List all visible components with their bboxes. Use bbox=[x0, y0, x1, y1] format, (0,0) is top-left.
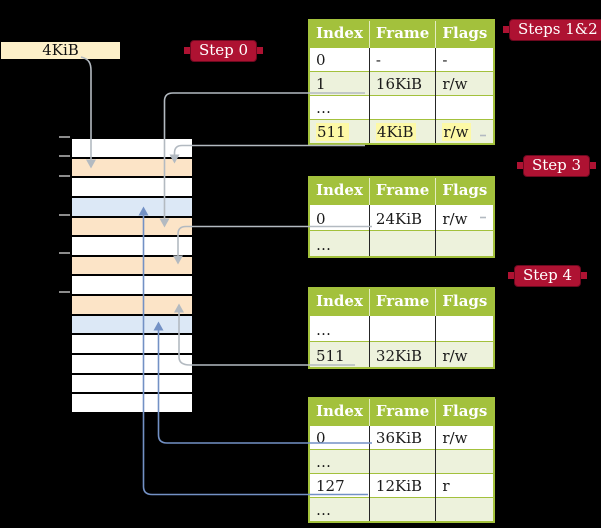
column-header-frame: Frame bbox=[368, 20, 436, 48]
cell-flags: r/w bbox=[435, 204, 495, 231]
cell-flags bbox=[435, 315, 495, 342]
cell-frame: - bbox=[368, 47, 436, 72]
badge-steps-1-2: Steps 1&2 bbox=[503, 19, 601, 41]
cell-frame: 16KiB bbox=[368, 71, 436, 96]
memory-frame-row bbox=[72, 217, 192, 238]
table-row: 511 32KiB r/w bbox=[309, 341, 495, 368]
page-table-3: Index Frame Flags … 511 32KiB r/w bbox=[308, 287, 496, 369]
table-row: … bbox=[309, 497, 495, 522]
table-header-row: Index Frame Flags bbox=[309, 288, 495, 316]
cell-index: … bbox=[309, 95, 370, 120]
table-row: … bbox=[309, 230, 495, 257]
page-table-2: Index Frame Flags 0 24KiB r/w … bbox=[308, 176, 496, 258]
frame-4kib-label: 4KiB bbox=[1, 42, 120, 59]
column-header-index: Index bbox=[309, 288, 370, 316]
cell-flags bbox=[435, 497, 495, 522]
cell-index: 0 bbox=[309, 47, 370, 72]
cell-index: … bbox=[309, 449, 370, 474]
table-row: … bbox=[309, 315, 495, 342]
memory-frame-row bbox=[72, 197, 192, 218]
cell-frame bbox=[368, 95, 436, 120]
memory-frame-row bbox=[72, 355, 192, 375]
cell-frame bbox=[368, 230, 436, 257]
column-header-flags: Flags bbox=[435, 20, 495, 48]
cell-frame bbox=[368, 315, 436, 342]
highlight: 4KiB bbox=[375, 123, 417, 141]
column-header-index: Index bbox=[309, 177, 370, 205]
cell-index: 511 bbox=[309, 341, 370, 368]
table-row: 127 12KiB r bbox=[309, 473, 495, 498]
memory-tick bbox=[59, 136, 70, 138]
cell-flags bbox=[435, 230, 495, 257]
page-table-1: Index Frame Flags 0 - - 1 16KiB r/w … 51… bbox=[308, 19, 496, 145]
cell-frame: 12KiB bbox=[368, 473, 436, 498]
cell-frame: 32KiB bbox=[368, 341, 436, 368]
column-header-flags: Flags bbox=[435, 288, 495, 316]
cell-index: 127 bbox=[309, 473, 370, 498]
table-row: 1 16KiB r/w bbox=[309, 71, 495, 96]
table-row: … bbox=[309, 95, 495, 120]
memory-frame-row bbox=[72, 158, 192, 179]
cell-index: … bbox=[309, 315, 370, 342]
highlight: r/w bbox=[442, 123, 472, 141]
memory-tick bbox=[59, 214, 70, 216]
page-table-4: Index Frame Flags 0 36KiB r/w … 127 12Ki… bbox=[308, 397, 496, 523]
cell-flags: r/w bbox=[435, 71, 495, 96]
highlight: 511 bbox=[316, 123, 349, 141]
memory-frame-row bbox=[72, 296, 192, 316]
memory-tick bbox=[59, 155, 70, 157]
column-header-index: Index bbox=[309, 20, 370, 48]
table-row: 0 36KiB r/w bbox=[309, 425, 495, 450]
cell-flags: r/w bbox=[435, 341, 495, 368]
table-row-highlighted: 511 4KiB r/w bbox=[309, 119, 495, 144]
physical-memory-column bbox=[70, 137, 194, 414]
memory-frame-row bbox=[72, 394, 192, 412]
memory-frame-row bbox=[72, 139, 192, 159]
cell-frame: 36KiB bbox=[368, 425, 436, 450]
cell-index: 0 bbox=[309, 425, 370, 450]
memory-frame-row bbox=[72, 237, 192, 257]
cell-index: … bbox=[309, 230, 370, 257]
table-header-row: Index Frame Flags bbox=[309, 20, 495, 48]
cell-flags: r/w bbox=[435, 425, 495, 450]
table-header-row: Index Frame Flags bbox=[309, 177, 495, 205]
memory-tick bbox=[59, 291, 70, 293]
badge-step-3: Step 3 bbox=[516, 155, 597, 177]
cell-frame: 4KiB bbox=[368, 119, 436, 144]
table-header-row: Index Frame Flags bbox=[309, 398, 495, 426]
cell-flags bbox=[435, 449, 495, 474]
column-header-frame: Frame bbox=[368, 177, 436, 205]
cell-frame bbox=[368, 497, 436, 522]
memory-frame-row bbox=[72, 178, 192, 198]
column-header-frame: Frame bbox=[368, 398, 436, 426]
cell-index: 0 bbox=[309, 204, 370, 231]
cell-flags: r bbox=[435, 473, 495, 498]
memory-tick bbox=[59, 175, 70, 177]
cell-index: … bbox=[309, 497, 370, 522]
table-row: 0 - - bbox=[309, 47, 495, 72]
cell-index: 1 bbox=[309, 71, 370, 96]
cell-index: 511 bbox=[309, 119, 370, 144]
badge-step-0: Step 0 bbox=[183, 40, 264, 62]
cell-flags: r/w bbox=[435, 119, 495, 144]
memory-frame-row bbox=[72, 374, 192, 395]
memory-frame-row bbox=[72, 276, 192, 297]
table-row: … bbox=[309, 449, 495, 474]
table-row: 0 24KiB r/w bbox=[309, 204, 495, 231]
cell-frame bbox=[368, 449, 436, 474]
column-header-flags: Flags bbox=[435, 177, 495, 205]
memory-frame-row bbox=[72, 256, 192, 277]
arrow-t1-entry511-to-root-frame bbox=[169, 144, 365, 164]
column-header-frame: Frame bbox=[368, 288, 436, 316]
cell-flags: - bbox=[435, 47, 495, 72]
cell-flags bbox=[435, 95, 495, 120]
memory-tick bbox=[59, 252, 70, 254]
badge-step-4: Step 4 bbox=[507, 265, 588, 287]
column-header-index: Index bbox=[309, 398, 370, 426]
memory-frame-row bbox=[72, 315, 192, 336]
cell-frame: 24KiB bbox=[368, 204, 436, 231]
column-header-flags: Flags bbox=[435, 398, 495, 426]
memory-frame-row bbox=[72, 335, 192, 356]
